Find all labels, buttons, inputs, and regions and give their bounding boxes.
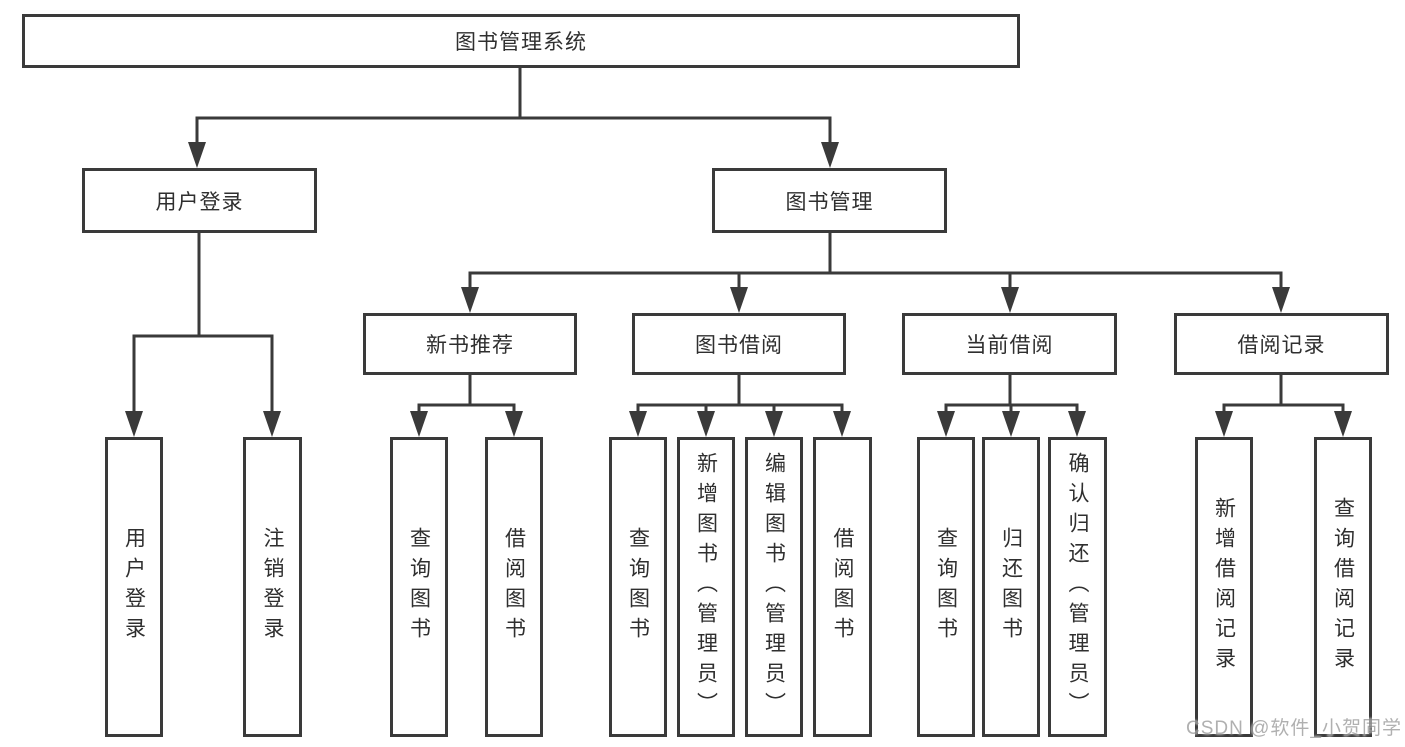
leaf-edit-book-admin-label: 编辑图书（管理员） — [762, 452, 786, 722]
leaf-recommend-query-book: 查询图书 — [390, 437, 448, 737]
node-new-book-recommend: 新书推荐 — [363, 313, 577, 375]
node-borrow-records: 借阅记录 — [1174, 313, 1389, 375]
leaf-current-query-book: 查询图书 — [917, 437, 975, 737]
node-book-borrow: 图书借阅 — [632, 313, 846, 375]
leaf-recommend-borrow-book: 借阅图书 — [485, 437, 543, 737]
leaf-logout: 注销登录 — [243, 437, 302, 737]
csdn-watermark: CSDN @软件_小贺同学 — [1186, 718, 1402, 739]
node-library-system-label: 图书管理系统 — [455, 31, 587, 54]
leaf-logout-label: 注销登录 — [261, 527, 284, 647]
leaf-add-borrow-record-label: 新增借阅记录 — [1212, 497, 1236, 677]
leaf-borrow-book-label: 借阅图书 — [831, 527, 854, 647]
leaf-confirm-return-admin: 确认归还（管理员） — [1048, 437, 1107, 737]
node-book-borrow-label: 图书借阅 — [695, 334, 783, 357]
node-book-management: 图书管理 — [712, 168, 947, 233]
leaf-recommend-query-book-label: 查询图书 — [407, 527, 431, 647]
node-current-borrow-label: 当前借阅 — [965, 334, 1054, 357]
node-current-borrow: 当前借阅 — [902, 313, 1117, 375]
node-book-management-label: 图书管理 — [785, 190, 874, 214]
leaf-borrow-query-book-label: 查询图书 — [626, 527, 650, 647]
leaf-return-book: 归还图书 — [982, 437, 1040, 737]
leaf-borrow-query-book: 查询图书 — [609, 437, 667, 737]
leaf-recommend-borrow-book-label: 借阅图书 — [502, 527, 526, 647]
leaf-return-book-label: 归还图书 — [999, 527, 1023, 647]
leaf-query-borrow-record: 查询借阅记录 — [1314, 437, 1372, 737]
node-user-login-label: 用户登录 — [155, 190, 244, 214]
leaf-add-book-admin: 新增图书（管理员） — [677, 437, 735, 737]
leaf-user-login: 用户登录 — [105, 437, 163, 737]
leaf-current-query-book-label: 查询图书 — [934, 527, 958, 647]
leaf-query-borrow-record-label: 查询借阅记录 — [1331, 497, 1355, 677]
node-user-login: 用户登录 — [82, 168, 317, 233]
node-borrow-records-label: 借阅记录 — [1237, 334, 1326, 357]
node-library-system: 图书管理系统 — [22, 14, 1020, 68]
leaf-add-book-admin-label: 新增图书（管理员） — [694, 452, 718, 722]
leaf-borrow-book: 借阅图书 — [813, 437, 872, 737]
leaf-user-login-label: 用户登录 — [122, 527, 146, 647]
leaf-edit-book-admin: 编辑图书（管理员） — [745, 437, 803, 737]
leaf-add-borrow-record: 新增借阅记录 — [1195, 437, 1253, 737]
leaf-confirm-return-admin-label: 确认归还（管理员） — [1066, 452, 1089, 722]
node-new-book-recommend-label: 新书推荐 — [426, 334, 514, 357]
arrowheads — [125, 142, 1352, 437]
